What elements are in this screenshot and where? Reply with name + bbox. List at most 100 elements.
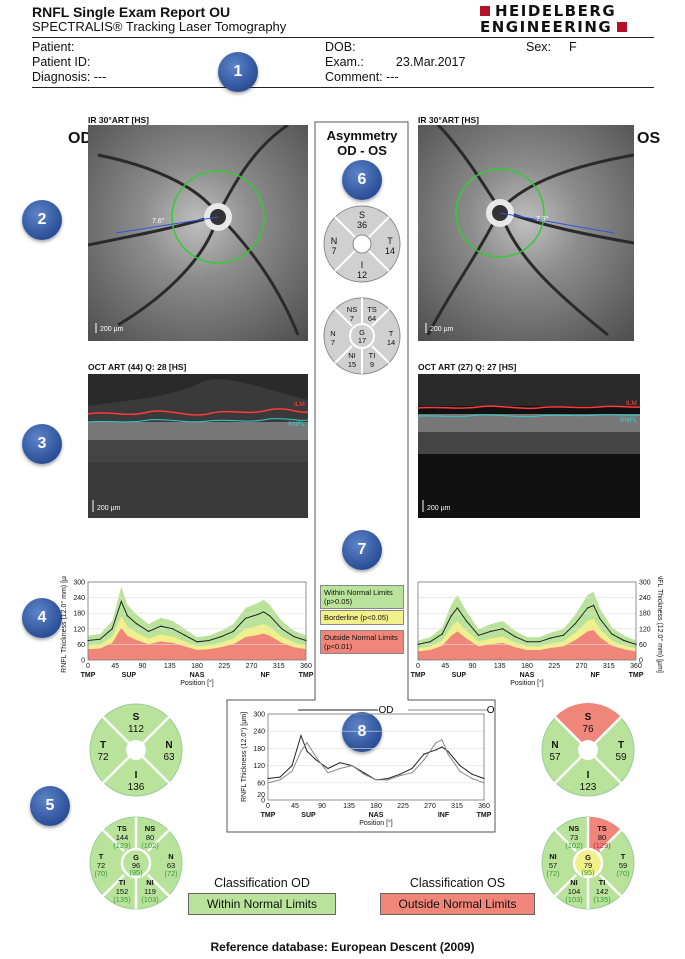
x-sector-label: NF bbox=[590, 672, 600, 679]
data-point bbox=[441, 739, 443, 741]
report-title: RNFL Single Exam Report OU bbox=[32, 4, 231, 20]
y-tick-label: 300 bbox=[73, 580, 85, 587]
svg-text:S: S bbox=[133, 712, 140, 723]
legend-od-label: OD bbox=[379, 705, 394, 716]
x-tick-label: 180 bbox=[191, 663, 203, 670]
x-tick-label: 0 bbox=[86, 663, 90, 670]
x-tick-label: 45 bbox=[111, 663, 119, 670]
x-tick-label: 45 bbox=[291, 803, 299, 810]
data-point bbox=[300, 734, 302, 737]
svg-text:I: I bbox=[135, 770, 138, 781]
svg-text:9: 9 bbox=[370, 360, 374, 369]
data-point bbox=[502, 628, 504, 630]
data-point bbox=[267, 777, 269, 780]
svg-text:(70): (70) bbox=[616, 869, 630, 878]
data-point bbox=[126, 615, 128, 617]
svg-text:NI: NI bbox=[570, 878, 578, 887]
od-ir-scale: 200 µm bbox=[100, 326, 124, 333]
x-tick-label: 180 bbox=[370, 803, 382, 810]
svg-text:(95): (95) bbox=[581, 868, 595, 877]
x-axis-title: Position [°] bbox=[359, 819, 393, 827]
data-point bbox=[99, 638, 101, 640]
data-point bbox=[411, 767, 413, 770]
os-ir-measure: 7.3° bbox=[536, 215, 549, 223]
x-tick-label: 360 bbox=[478, 803, 490, 810]
badge-2: 2 bbox=[22, 200, 62, 240]
x-tick-label: 90 bbox=[139, 663, 147, 670]
od-ilm-label: ILM bbox=[294, 401, 305, 408]
x-tick-label: 315 bbox=[451, 803, 463, 810]
x-tick-label: 360 bbox=[300, 663, 312, 670]
data-point bbox=[483, 777, 485, 780]
svg-text:152: 152 bbox=[116, 887, 129, 896]
legend-borderline: Borderline (p<0.05) bbox=[320, 610, 404, 625]
data-point bbox=[435, 749, 437, 751]
y-tick-label: 60 bbox=[77, 642, 85, 649]
svg-text:(129): (129) bbox=[593, 841, 611, 850]
data-point bbox=[459, 770, 461, 772]
data-point bbox=[435, 742, 437, 744]
data-point bbox=[315, 759, 317, 761]
patient-rule bbox=[32, 87, 654, 88]
svg-text:T: T bbox=[389, 329, 394, 338]
svg-text:59: 59 bbox=[615, 752, 627, 763]
svg-text:76: 76 bbox=[582, 724, 594, 735]
svg-text:80: 80 bbox=[146, 833, 154, 842]
os-classification-title: Classification OS bbox=[409, 876, 506, 890]
y-tick-label: 120 bbox=[73, 626, 85, 633]
svg-text:N: N bbox=[165, 740, 172, 751]
data-point bbox=[450, 615, 452, 617]
y-tick-label: 240 bbox=[73, 595, 85, 602]
svg-text:(129): (129) bbox=[113, 841, 131, 850]
os-oct-overlay: ILM RNFL 200 µm bbox=[417, 374, 641, 512]
asym6-s-value: 36 bbox=[357, 220, 367, 230]
data-point bbox=[339, 762, 341, 764]
legend-within-normal: Within Normal Limits(p>0.05) bbox=[320, 585, 404, 609]
svg-text:TS: TS bbox=[117, 824, 127, 833]
y-tick-label: 20 bbox=[257, 792, 265, 799]
od-six-sector: S 112 T 72 N 63 I 136 bbox=[89, 703, 183, 797]
os-oct-label: OCT ART (27) Q: 27 [HS] bbox=[418, 362, 517, 372]
os-ir-label: IR 30°ART [HS] bbox=[418, 115, 480, 125]
svg-text:T: T bbox=[99, 852, 104, 861]
y-tick-label: 180 bbox=[253, 746, 265, 753]
svg-text:(102): (102) bbox=[141, 841, 159, 850]
y-tick-label: 300 bbox=[253, 712, 265, 719]
data-point bbox=[441, 633, 443, 635]
data-point bbox=[208, 639, 210, 642]
x-sector-label: TMP bbox=[411, 672, 426, 679]
od-oct-overlay: ILM RNFL 200 µm bbox=[87, 374, 309, 518]
x-sector-label: NF bbox=[260, 672, 270, 679]
asym6-s-label: S bbox=[359, 210, 365, 220]
svg-text:7: 7 bbox=[331, 338, 335, 347]
os-six-sector: S 76 N 57 T 59 I 123 bbox=[541, 703, 635, 797]
y-tick-label: 180 bbox=[639, 611, 651, 618]
data-point bbox=[599, 617, 601, 619]
svg-text:79: 79 bbox=[584, 861, 592, 870]
data-point bbox=[327, 767, 329, 770]
svg-text:NI: NI bbox=[348, 351, 356, 360]
data-point bbox=[465, 620, 468, 622]
x-tick-label: 90 bbox=[318, 803, 326, 810]
svg-text:TI: TI bbox=[599, 878, 606, 887]
patient-left: Patient: Patient ID: Diagnosis: --- bbox=[32, 40, 107, 84]
x-sector-label: SUP bbox=[452, 672, 467, 679]
od-ir-measure: 7.6° bbox=[152, 217, 165, 225]
x-tick-label: 45 bbox=[441, 663, 449, 670]
y-tick-label: 120 bbox=[639, 626, 651, 633]
svg-text:144: 144 bbox=[116, 833, 129, 842]
svg-text:TI: TI bbox=[369, 351, 376, 360]
asymmetry-six-sector: S 36 N 7 T 14 I 12 bbox=[323, 205, 401, 283]
svg-text:G: G bbox=[359, 328, 365, 337]
svg-text:NS: NS bbox=[347, 305, 357, 314]
svg-text:TS: TS bbox=[597, 824, 607, 833]
os-rnfl-label: RNFL bbox=[620, 417, 637, 424]
data-point bbox=[538, 641, 540, 643]
svg-text:112: 112 bbox=[128, 724, 144, 735]
svg-text:142: 142 bbox=[596, 887, 609, 896]
legend-os-label: OS bbox=[487, 705, 494, 716]
